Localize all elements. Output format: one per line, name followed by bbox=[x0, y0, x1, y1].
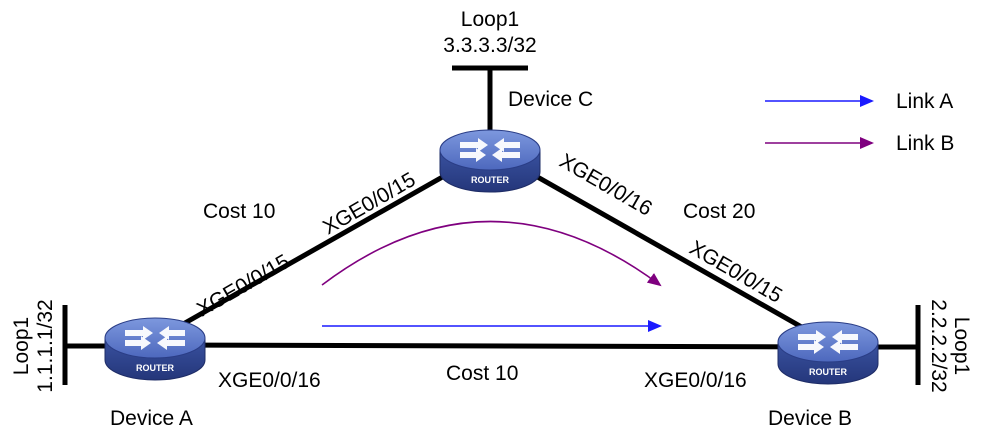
cost-c-b: Cost 20 bbox=[683, 200, 755, 223]
device-a-name: Device A bbox=[110, 407, 193, 430]
router-label: ROUTER bbox=[136, 363, 175, 373]
loopback-c-address: 3.3.3.3/32 bbox=[443, 34, 536, 57]
cost-a-b: Cost 10 bbox=[446, 362, 518, 385]
cost-a-c: Cost 10 bbox=[203, 200, 275, 223]
loopback-a-name: Loop1 bbox=[10, 317, 33, 375]
port-c-to-b: XGE0/0/16 bbox=[556, 149, 656, 220]
legend-link-b-label: Link B bbox=[896, 132, 954, 155]
link-c-b bbox=[488, 147, 830, 345]
device-c-name: Device C bbox=[508, 88, 593, 111]
link-a-b bbox=[154, 342, 829, 350]
router-icon-device-b: ROUTER bbox=[777, 321, 879, 385]
link-a-c bbox=[153, 147, 492, 343]
loopback-b-address: 2.2.2.2/32 bbox=[927, 299, 950, 392]
router-label: ROUTER bbox=[809, 367, 848, 377]
link-b-path-arrow bbox=[321, 220, 662, 287]
port-c-to-a: XGE0/0/15 bbox=[319, 168, 419, 239]
device-b-name: Device B bbox=[768, 407, 852, 430]
router-icon-device-c: ROUTER bbox=[439, 129, 541, 193]
port-a-to-b: XGE0/0/16 bbox=[218, 369, 321, 392]
router-label: ROUTER bbox=[471, 175, 510, 185]
router-icon-device-a: ROUTER bbox=[104, 317, 206, 381]
legend-link-a-label: Link A bbox=[896, 90, 953, 113]
port-b-to-a: XGE0/0/16 bbox=[644, 369, 747, 392]
loopback-c-name: Loop1 bbox=[461, 8, 519, 31]
loopback-b-name: Loop1 bbox=[950, 317, 973, 375]
legend: Link A Link B bbox=[765, 90, 954, 155]
loopback-a-address: 1.1.1.1/32 bbox=[34, 299, 57, 392]
port-a-to-c: XGE0/0/15 bbox=[193, 250, 293, 321]
